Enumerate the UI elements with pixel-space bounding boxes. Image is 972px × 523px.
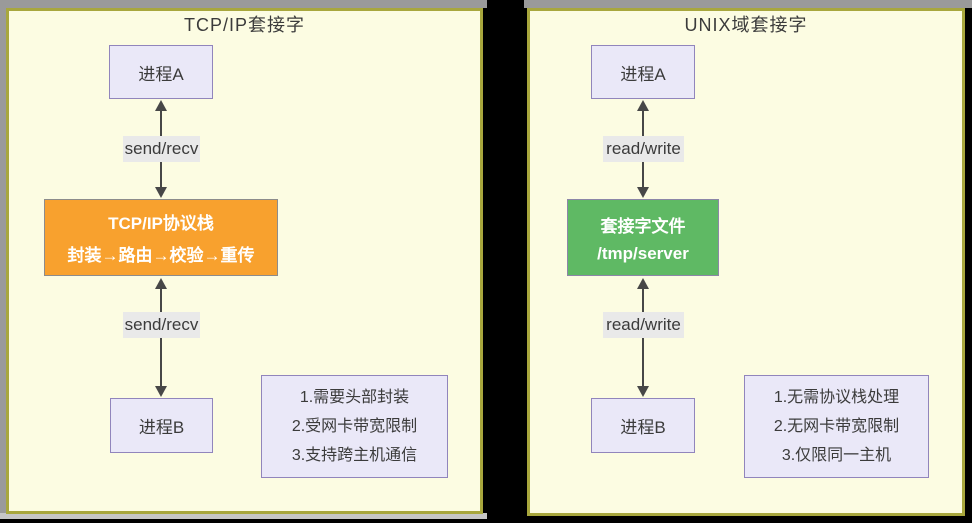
- note-item: 2.受网卡带宽限制: [291, 418, 418, 435]
- process-b-label: 进程B: [620, 418, 666, 437]
- panel-title-tcp-ip: TCP/IP套接字: [183, 15, 305, 35]
- process-b-box-unix: 进程B: [591, 398, 695, 453]
- note-item: 3.仅限同一主机: [781, 447, 892, 464]
- process-a-box-unix: 进程A: [591, 45, 695, 99]
- note-box-unix: 1.无需协议栈处理 2.无网卡带宽限制 3.仅限同一主机: [744, 375, 929, 478]
- tcp-stack-line1: TCP/IP协议栈: [108, 214, 214, 233]
- process-b-box-tcp: 进程B: [110, 398, 213, 453]
- window-chrome-strip: [0, 8, 6, 518]
- link-label-read-write-bottom: read/write: [603, 312, 684, 338]
- socket-file-line2: /tmp/server: [597, 243, 689, 263]
- note-item: 1.无需协议栈处理: [773, 389, 900, 406]
- link-label-send-recv-top: send/recv: [123, 136, 200, 162]
- window-chrome-strip: [0, 0, 487, 8]
- process-b-label: 进程B: [138, 418, 185, 437]
- window-chrome-strip: [0, 513, 487, 519]
- socket-file-box: 套接字文件 /tmp/server: [567, 199, 719, 276]
- link-label-read-write-top: read/write: [603, 136, 684, 162]
- window-chrome-strip: [524, 0, 972, 8]
- note-box-tcp: 1.需要头部封装 2.受网卡带宽限制 3.支持跨主机通信: [261, 375, 448, 478]
- process-a-label: 进程A: [620, 64, 666, 84]
- process-a-label: 进程A: [138, 64, 184, 84]
- process-a-box-tcp: 进程A: [109, 45, 213, 99]
- tcp-stack-line2: 封装→路由→校验→重传: [67, 246, 255, 265]
- panel-title-unix: UNIX域套接字: [684, 15, 808, 35]
- note-item: 1.需要头部封装: [299, 389, 410, 406]
- link-label-send-recv-bottom: send/recv: [123, 312, 200, 338]
- note-item: 3.支持跨主机通信: [291, 447, 418, 464]
- note-item: 2.无网卡带宽限制: [773, 418, 900, 435]
- tcp-ip-stack-box: TCP/IP协议栈 封装→路由→校验→重传: [44, 199, 278, 276]
- socket-file-line1: 套接字文件: [600, 216, 686, 236]
